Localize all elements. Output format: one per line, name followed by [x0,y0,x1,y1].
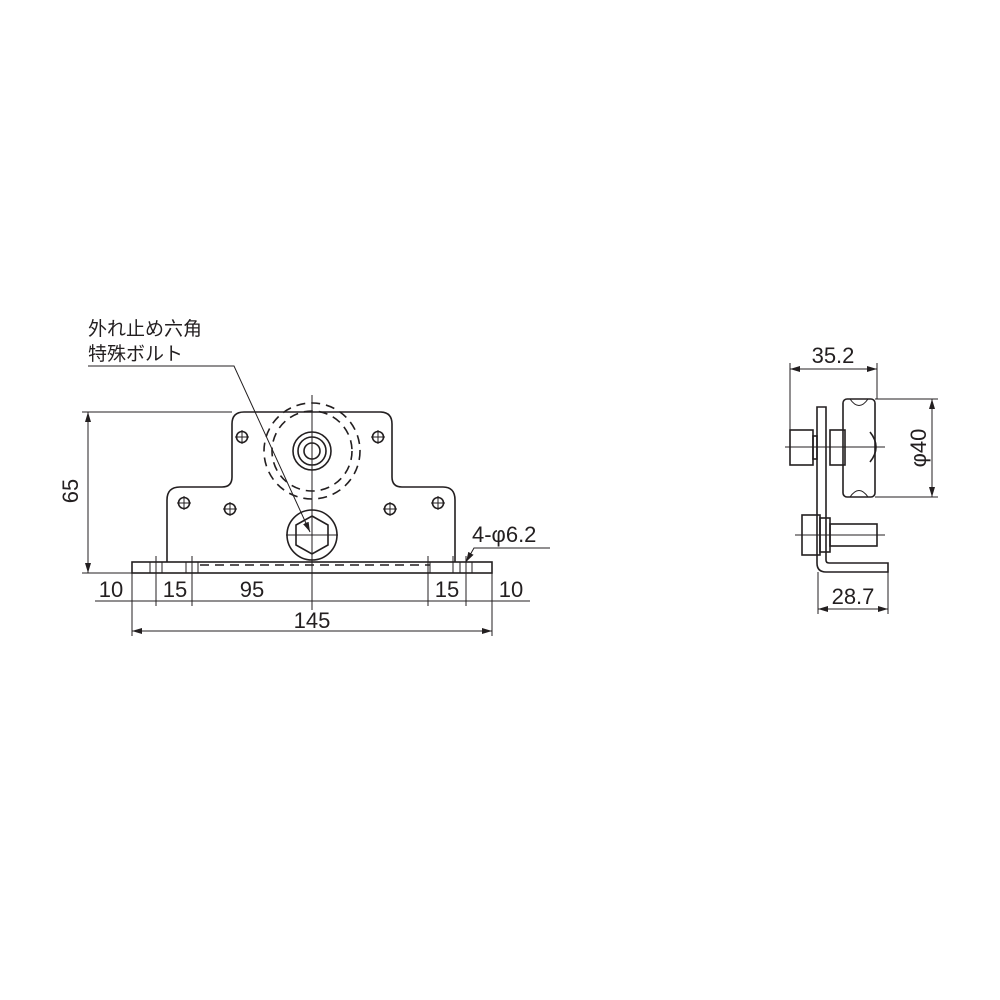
dim-base: 28.7 [832,584,875,609]
callout-leader [88,365,311,533]
dim-right-edge: 10 [499,577,523,602]
hole-note: 4-φ6.2 [472,522,536,547]
side-wheel [842,398,876,498]
base-holes [149,556,473,573]
side-bracket [816,406,889,573]
callout-label-line1: 外れ止め六角 [88,318,202,340]
dim-right-hole: 15 [435,577,459,602]
side-view: 35.2 φ40 28.7 [785,343,938,614]
dim-left-edge: 10 [99,577,123,602]
bracket-outline [166,411,456,562]
callout-label-line2: 特殊ボルト [88,343,183,365]
dim-center: 95 [240,577,264,602]
dim-wheel-diameter: φ40 [906,429,931,468]
dim-depth: 35.2 [812,343,855,368]
hole-note-leader [465,547,550,563]
front-view: 外れ止め六角 特殊ボルト 65 10 15 95 15 10 145 4-φ6.… [58,318,550,636]
dim-height: 65 [58,479,83,503]
dim-left-hole: 15 [163,577,187,602]
mounting-holes [177,430,445,516]
dim-total-width: 145 [294,608,331,633]
